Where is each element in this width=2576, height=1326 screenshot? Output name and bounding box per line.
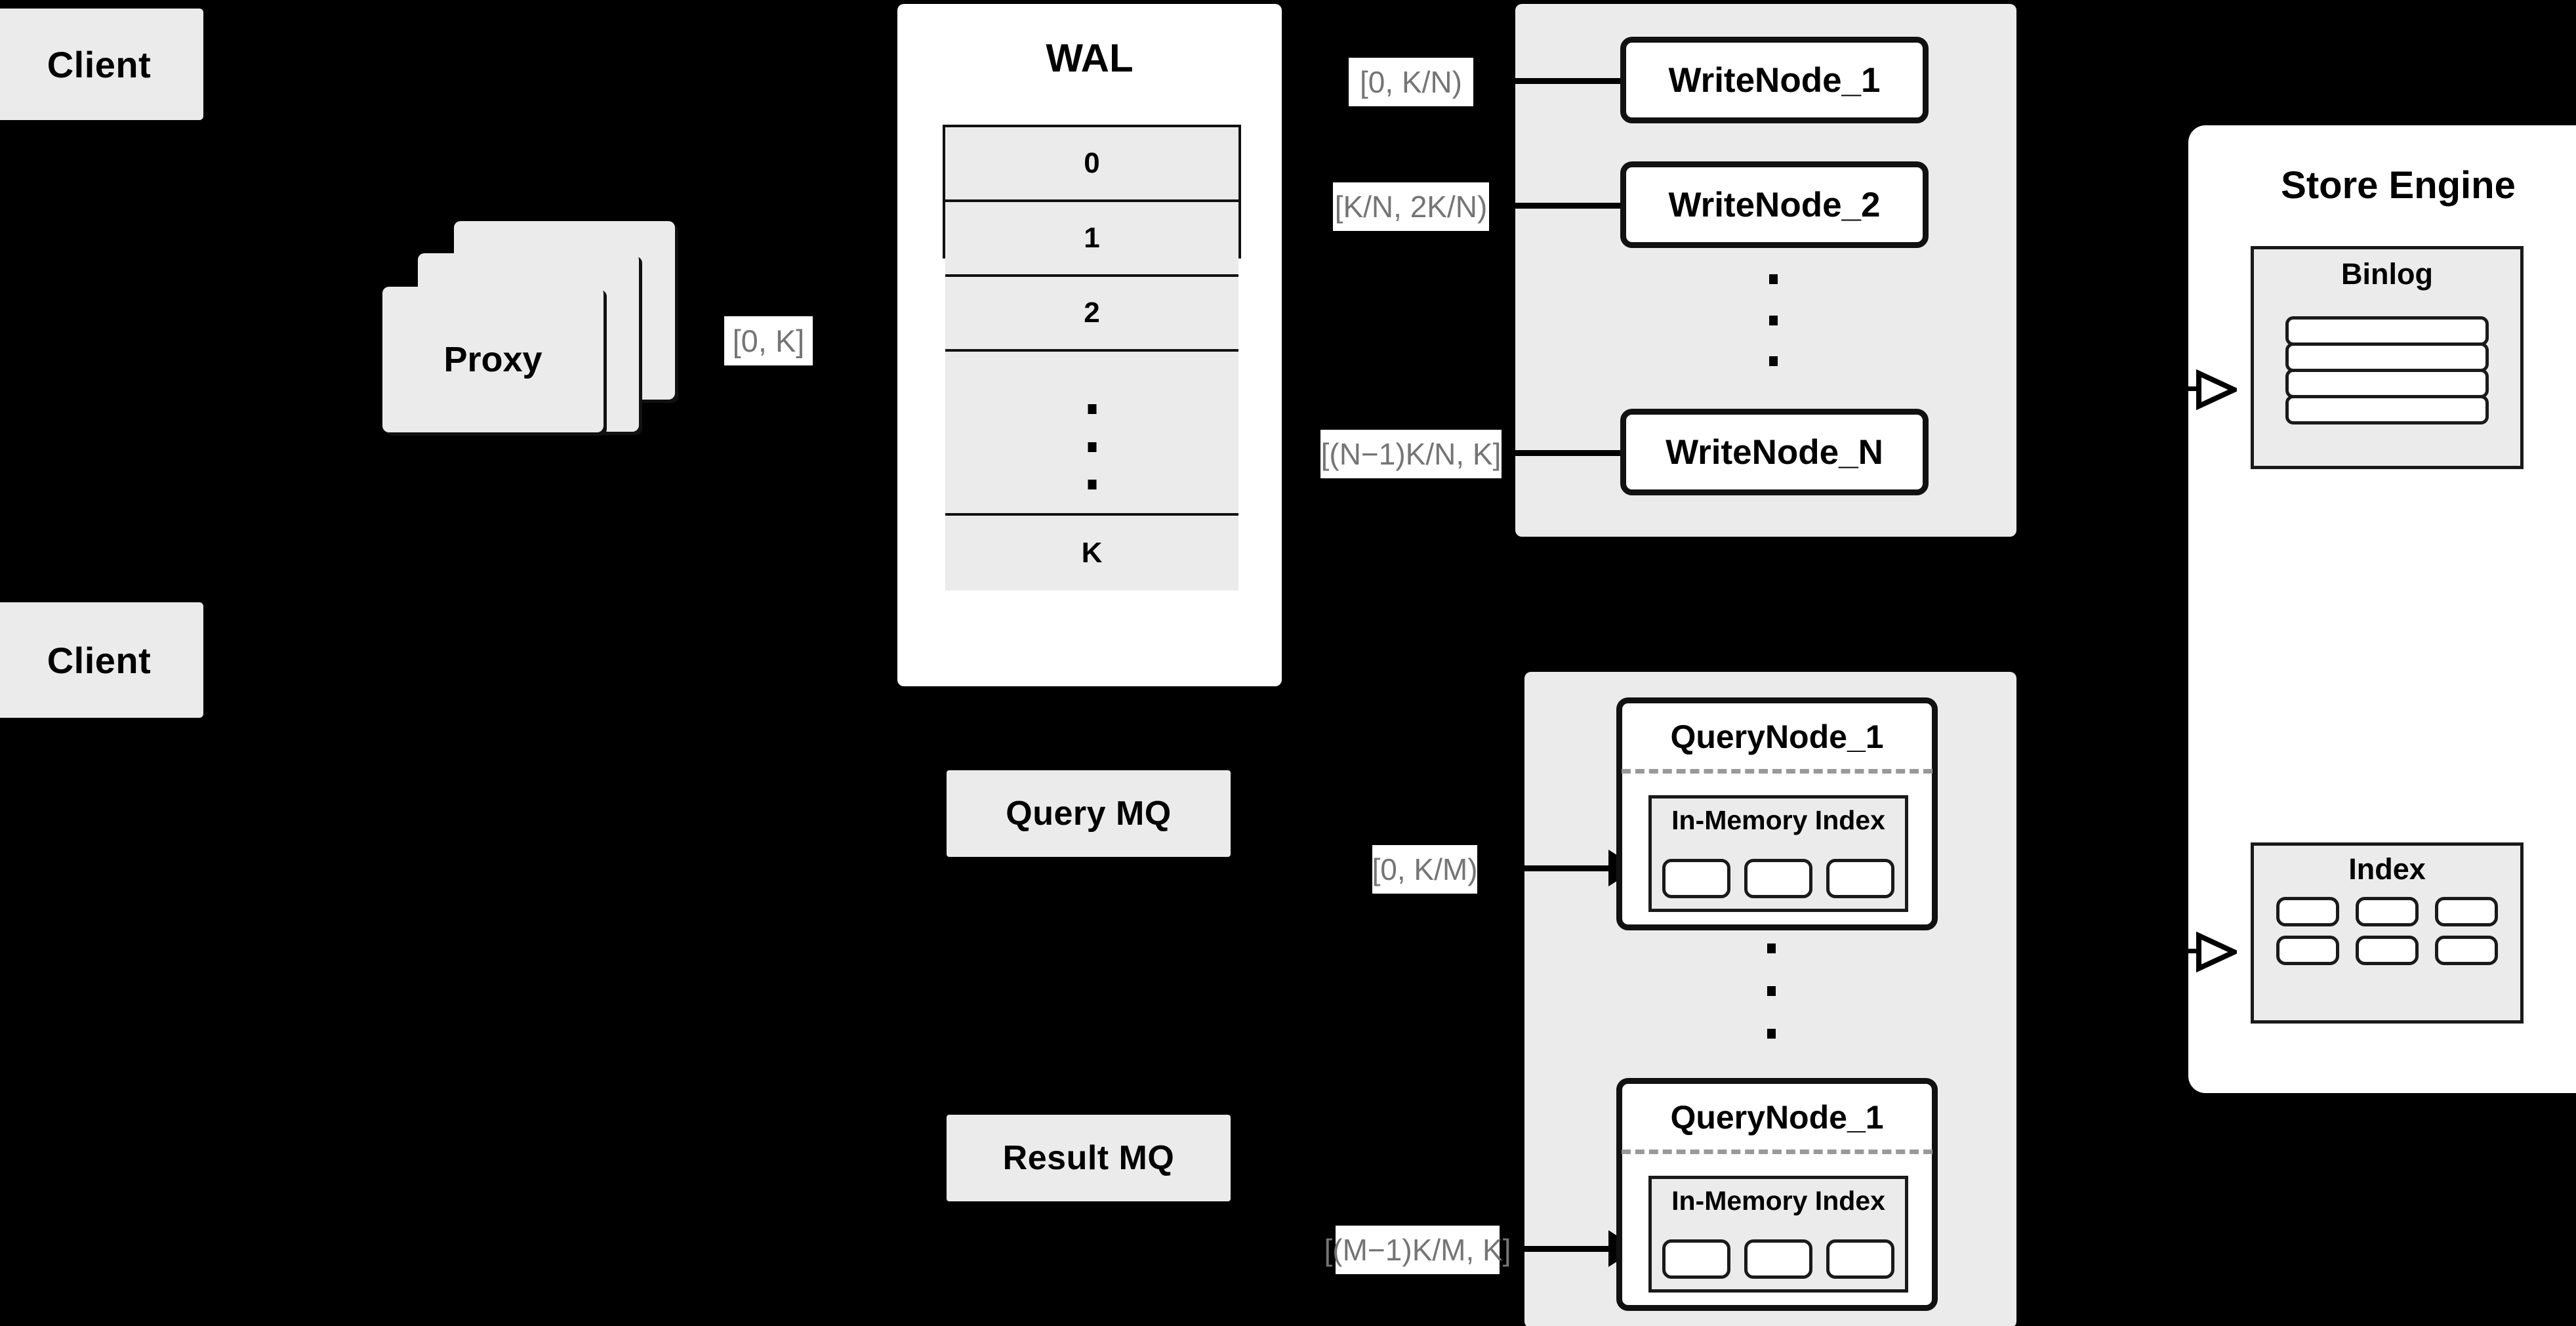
binlog-panel: Binlog — [2251, 246, 2524, 469]
query-node-2-divider — [1622, 1150, 1932, 1154]
write-node-1-arrow-line — [1510, 78, 1636, 84]
query-node-2-memory-index-panel: In-Memory Index — [1648, 1176, 1908, 1293]
query-node-1-label: QueryNode_1 — [1670, 718, 1884, 755]
query-node-2-range-label: [(M−1)K/M, K] — [1324, 1226, 1511, 1274]
query-node-1-divider — [1622, 769, 1932, 774]
write-node-n-range-label: [(N−1)K/N, K] — [1320, 430, 1502, 478]
binlog-arrow-head-icon — [2196, 369, 2237, 410]
write-node-2[interactable]: WriteNode_2 — [1620, 161, 1929, 248]
index-slot — [2276, 936, 2339, 965]
wal-row: 0 — [945, 127, 1238, 202]
binlog-title: Binlog — [2341, 257, 2433, 291]
client-node-bottom[interactable]: Client — [0, 602, 203, 718]
query-node-1-memory-index-title: In-Memory Index — [1671, 805, 1885, 835]
binlog-arrow-line — [2158, 386, 2201, 391]
binlog-row — [2285, 369, 2489, 398]
result-mq-label: Result MQ — [1002, 1139, 1175, 1177]
query-node-1[interactable]: QueryNode_1 In-Memory Index — [1616, 697, 1938, 930]
write-node-2-arrow-line — [1510, 203, 1636, 209]
memory-index-slot — [1826, 1239, 1894, 1279]
memory-index-slot — [1662, 1239, 1730, 1279]
binlog-row — [2285, 342, 2489, 372]
vertical-ellipsis-icon — [1088, 404, 1096, 489]
write-node-2-label: WriteNode_2 — [1668, 185, 1881, 224]
client-node-bottom-label: Client — [47, 639, 152, 681]
write-node-1-label: WriteNode_1 — [1668, 60, 1881, 100]
write-node-2-range-label: [K/N, 2K/N) — [1333, 182, 1489, 231]
wal-row: K — [945, 516, 1238, 590]
result-mq-node[interactable]: Result MQ — [947, 1115, 1231, 1201]
write-node-1-range-label: [0, K/N) — [1349, 58, 1473, 106]
proxy-node-label: Proxy — [443, 340, 542, 379]
index-slot — [2276, 897, 2339, 926]
proxy-output-range-label: [0, K] — [724, 316, 813, 365]
wal-row: 2 — [945, 277, 1238, 352]
query-node-2[interactable]: QueryNode_1 In-Memory Index — [1616, 1078, 1938, 1311]
query-node-2-arrow-line — [1521, 1246, 1619, 1252]
query-node-2-memory-index-title: In-Memory Index — [1671, 1186, 1885, 1216]
write-node-n[interactable]: WriteNode_N — [1620, 409, 1929, 495]
proxy-node[interactable]: Proxy — [382, 287, 603, 432]
query-mq-node[interactable]: Query MQ — [947, 770, 1231, 857]
index-slot — [2435, 897, 2498, 926]
index-slot — [2356, 936, 2419, 965]
query-mq-label: Query MQ — [1006, 795, 1172, 833]
index-arrow-head-icon — [2196, 932, 2237, 972]
query-node-1-arrow-line — [1521, 865, 1619, 871]
wal-entry-list: 0 1 2 K — [943, 125, 1241, 590]
index-slot — [2435, 936, 2498, 965]
index-panel: Index — [2251, 842, 2524, 1024]
write-group-vertical-ellipsis-icon — [1769, 274, 1778, 366]
query-node-1-memory-index-panel: In-Memory Index — [1648, 795, 1908, 912]
index-title: Index — [2348, 852, 2426, 886]
wal-title: WAL — [1046, 36, 1134, 80]
store-engine-panel: Store Engine Binlog Index — [2188, 125, 2576, 1093]
query-node-1-range-label: [0, K/M) — [1372, 845, 1478, 894]
query-node-2-label: QueryNode_1 — [1670, 1099, 1884, 1136]
binlog-row — [2285, 395, 2489, 425]
memory-index-slot — [1662, 859, 1730, 898]
wal-row-ellipsis — [945, 352, 1238, 516]
client-node-top-label: Client — [47, 43, 152, 85]
client-node-top[interactable]: Client — [0, 9, 203, 120]
index-slot — [2356, 897, 2419, 926]
wal-panel: WAL 0 1 2 K — [897, 4, 1282, 686]
index-arrow-line — [2158, 949, 2201, 953]
binlog-row — [2285, 316, 2489, 346]
memory-index-slot — [1744, 1239, 1812, 1279]
write-node-n-arrow-line — [1510, 450, 1636, 456]
memory-index-slot — [1744, 859, 1812, 898]
query-group-vertical-ellipsis-icon — [1767, 943, 1776, 1039]
memory-index-slot — [1826, 859, 1894, 898]
wal-row: 1 — [945, 202, 1238, 277]
write-node-1[interactable]: WriteNode_1 — [1620, 37, 1929, 123]
write-node-n-label: WriteNode_N — [1666, 432, 1883, 472]
store-engine-title: Store Engine — [2281, 164, 2516, 207]
